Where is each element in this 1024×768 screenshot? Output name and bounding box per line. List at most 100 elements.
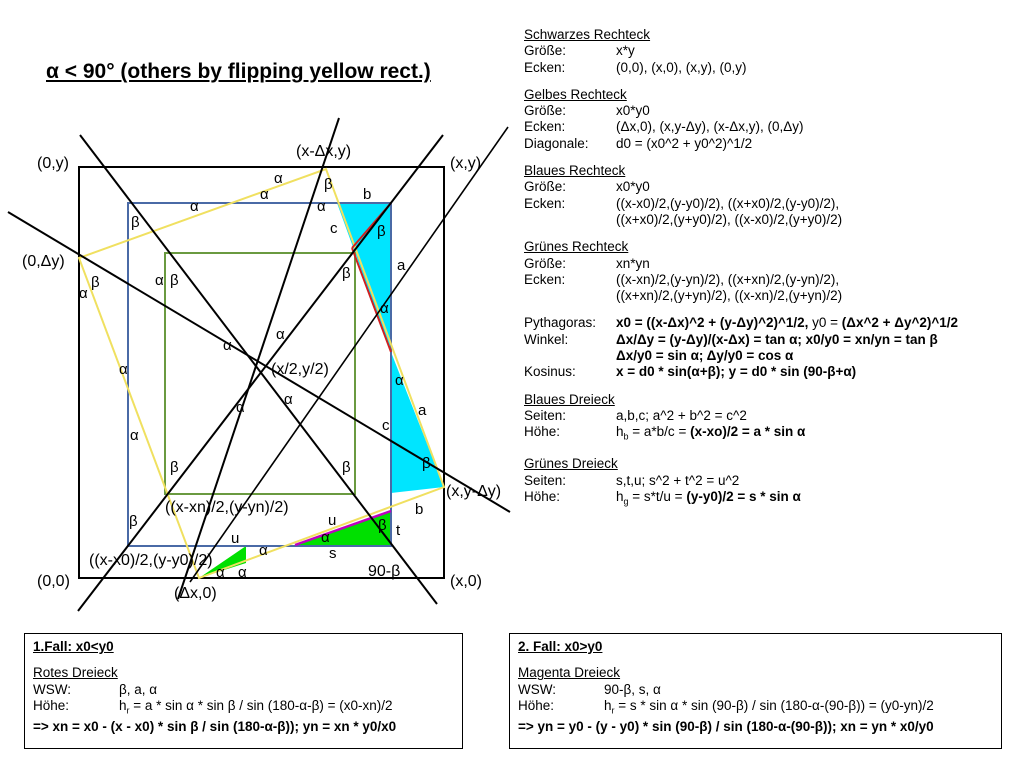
value: = s * sin α * sin (90-β) / sin (180-α-(9…	[614, 697, 934, 713]
yellow-rectangle	[77, 167, 446, 580]
value: (x-xo)/2 = a * sin α	[690, 424, 806, 440]
value: ((x-xn)/2,(y-yn)/2), ((x+xn)/2,(y-yn)/2)…	[616, 271, 840, 287]
angle-label: α	[155, 272, 164, 289]
value: = a*b/c =	[628, 424, 691, 440]
value: x0*y0	[616, 179, 650, 195]
line-diag-4	[77, 134, 444, 612]
value: x0*y0	[616, 103, 650, 119]
key: WSW:	[33, 681, 71, 697]
red-triangle-edge-2	[351, 247, 392, 353]
side-label-u: u	[231, 530, 239, 547]
line-diag-2	[7, 211, 511, 513]
key: Ecken:	[524, 59, 566, 75]
value: 90-β, s, α	[604, 681, 661, 697]
key: Ecken:	[524, 271, 566, 287]
side-label-b: b	[363, 186, 371, 203]
angle-label: α	[216, 564, 225, 581]
angle-label: α	[79, 285, 88, 302]
angle-label: α	[321, 529, 330, 546]
angle-label: α	[238, 564, 247, 581]
angle-label: β	[129, 513, 138, 530]
subscript: r	[126, 705, 130, 716]
section-heading: Grünes Dreieck	[524, 456, 618, 472]
label-dy-right: (x,y-Δy)	[446, 483, 501, 500]
value: h	[604, 697, 612, 713]
value: h	[616, 424, 624, 440]
side-label-a: a	[397, 257, 406, 274]
case2-title: 2. Fall: x0>y0	[518, 639, 603, 654]
case2-result: => yn = y0 - (y - y0) * sin (90-β) / sin…	[518, 718, 934, 734]
blue-rectangle	[127, 202, 392, 547]
key: Pythagoras:	[524, 315, 597, 331]
section-heading: Blaues Dreieck	[524, 391, 615, 407]
value: ((x+xn)/2,(y+yn)/2), ((x-xn)/2,(y+yn)/2)	[616, 288, 843, 304]
label-dx-bottom: (Δx,0)	[174, 585, 217, 602]
key: Winkel:	[524, 331, 569, 347]
value: a,b,c; a^2 + b^2 = c^2	[616, 407, 747, 423]
key: Diagonale:	[524, 135, 589, 151]
formula-panel: Schwarzes Rechteck Größe:x*y Ecken:(0,0)…	[524, 27, 1019, 521]
value: = a * sin α * sin β / sin (180-α-β) = (x…	[129, 697, 393, 713]
label-dy-left: (0,Δy)	[22, 253, 65, 270]
section-heading: Gelbes Rechteck	[524, 86, 627, 102]
label-ninety-beta: 90-β	[368, 563, 400, 580]
case1-heading: Rotes Dreieck	[33, 665, 118, 681]
section-heading: Schwarzes Rechteck	[524, 27, 651, 42]
value: ((x-x0)/2,(y-y0)/2), ((x+x0)/2,(y-y0)/2)…	[616, 195, 840, 211]
line-diag-5	[189, 126, 509, 583]
key: Ecken:	[524, 195, 566, 211]
side-label-s: s	[329, 545, 337, 562]
value: x0 = ((x-Δx)^2 + (y-Δy)^2)^1/2,	[616, 315, 809, 331]
angle-label: α	[380, 300, 389, 317]
key: Größe:	[524, 43, 567, 59]
key: Größe:	[524, 179, 567, 195]
key: Höhe:	[524, 424, 561, 440]
label-origin: (0,0)	[37, 573, 70, 590]
angle-label: β	[342, 265, 351, 282]
key: Größe:	[524, 103, 567, 119]
angle-label: α	[190, 198, 199, 215]
key: Höhe:	[524, 488, 561, 504]
subscript: r	[611, 705, 615, 716]
key: WSW:	[518, 681, 556, 697]
angle-label: β	[131, 214, 140, 231]
value: h	[616, 488, 624, 504]
angle-label: α	[223, 337, 232, 354]
angle-label: α	[119, 361, 128, 378]
key: Höhe:	[33, 697, 70, 713]
side-label-a: a	[418, 402, 427, 419]
section-black-rectangle: Schwarzes Rechteck Größe:x*y Ecken:(0,0)…	[524, 27, 1019, 76]
value: x = d0 * sin(α+β); y = d0 * sin (90-β+α)	[616, 364, 857, 380]
label-top-left: (0,y)	[37, 155, 69, 172]
value: Δx/Δy = (y-Δy)/(x-Δx) = tan α; x0/y0 = x…	[616, 331, 938, 347]
angle-label: α	[276, 326, 285, 343]
angle-label: β	[342, 459, 351, 476]
side-label-t: t	[396, 522, 401, 539]
value: (0,0), (x,0), (x,y), (0,y)	[616, 59, 747, 75]
value: ((x+x0)/2,(y+y0)/2), ((x-x0)/2,(y+y0)/2)	[616, 211, 843, 227]
angle-label: β	[378, 517, 387, 534]
angle-label: β	[422, 455, 431, 472]
section-blue-rectangle: Blaues Rechteck Größe:x0*y0 Ecken:((x-x0…	[524, 163, 1019, 228]
label-top-right: (x,y)	[450, 155, 481, 172]
black-rectangle	[78, 166, 445, 579]
key: Größe:	[524, 255, 567, 271]
key: Ecken:	[524, 119, 566, 135]
angle-label: β	[377, 223, 386, 240]
line-diag-1	[79, 134, 438, 605]
magenta-triangle-edge	[294, 509, 392, 547]
angle-label: α	[130, 427, 139, 444]
key: Kosinus:	[524, 364, 576, 380]
section-green-triangle: Grünes Dreieck Seiten:s,t,u; s^2 + t^2 =…	[524, 456, 1019, 510]
value: (y-y0)/2 = s * sin α	[686, 488, 801, 504]
angle-label: β	[91, 274, 100, 291]
angle-label: α	[317, 198, 326, 215]
angle-label: α	[236, 399, 245, 416]
subscript: b	[623, 431, 629, 442]
angle-label: β	[170, 272, 179, 289]
value: y0 =	[808, 315, 842, 331]
angle-label: α	[395, 372, 404, 389]
case1-box: 1.Fall: x0<y0 Rotes Dreieck WSW:β, a, α …	[24, 633, 463, 749]
side-label-u: u	[328, 512, 336, 529]
angle-label: α	[260, 186, 269, 203]
